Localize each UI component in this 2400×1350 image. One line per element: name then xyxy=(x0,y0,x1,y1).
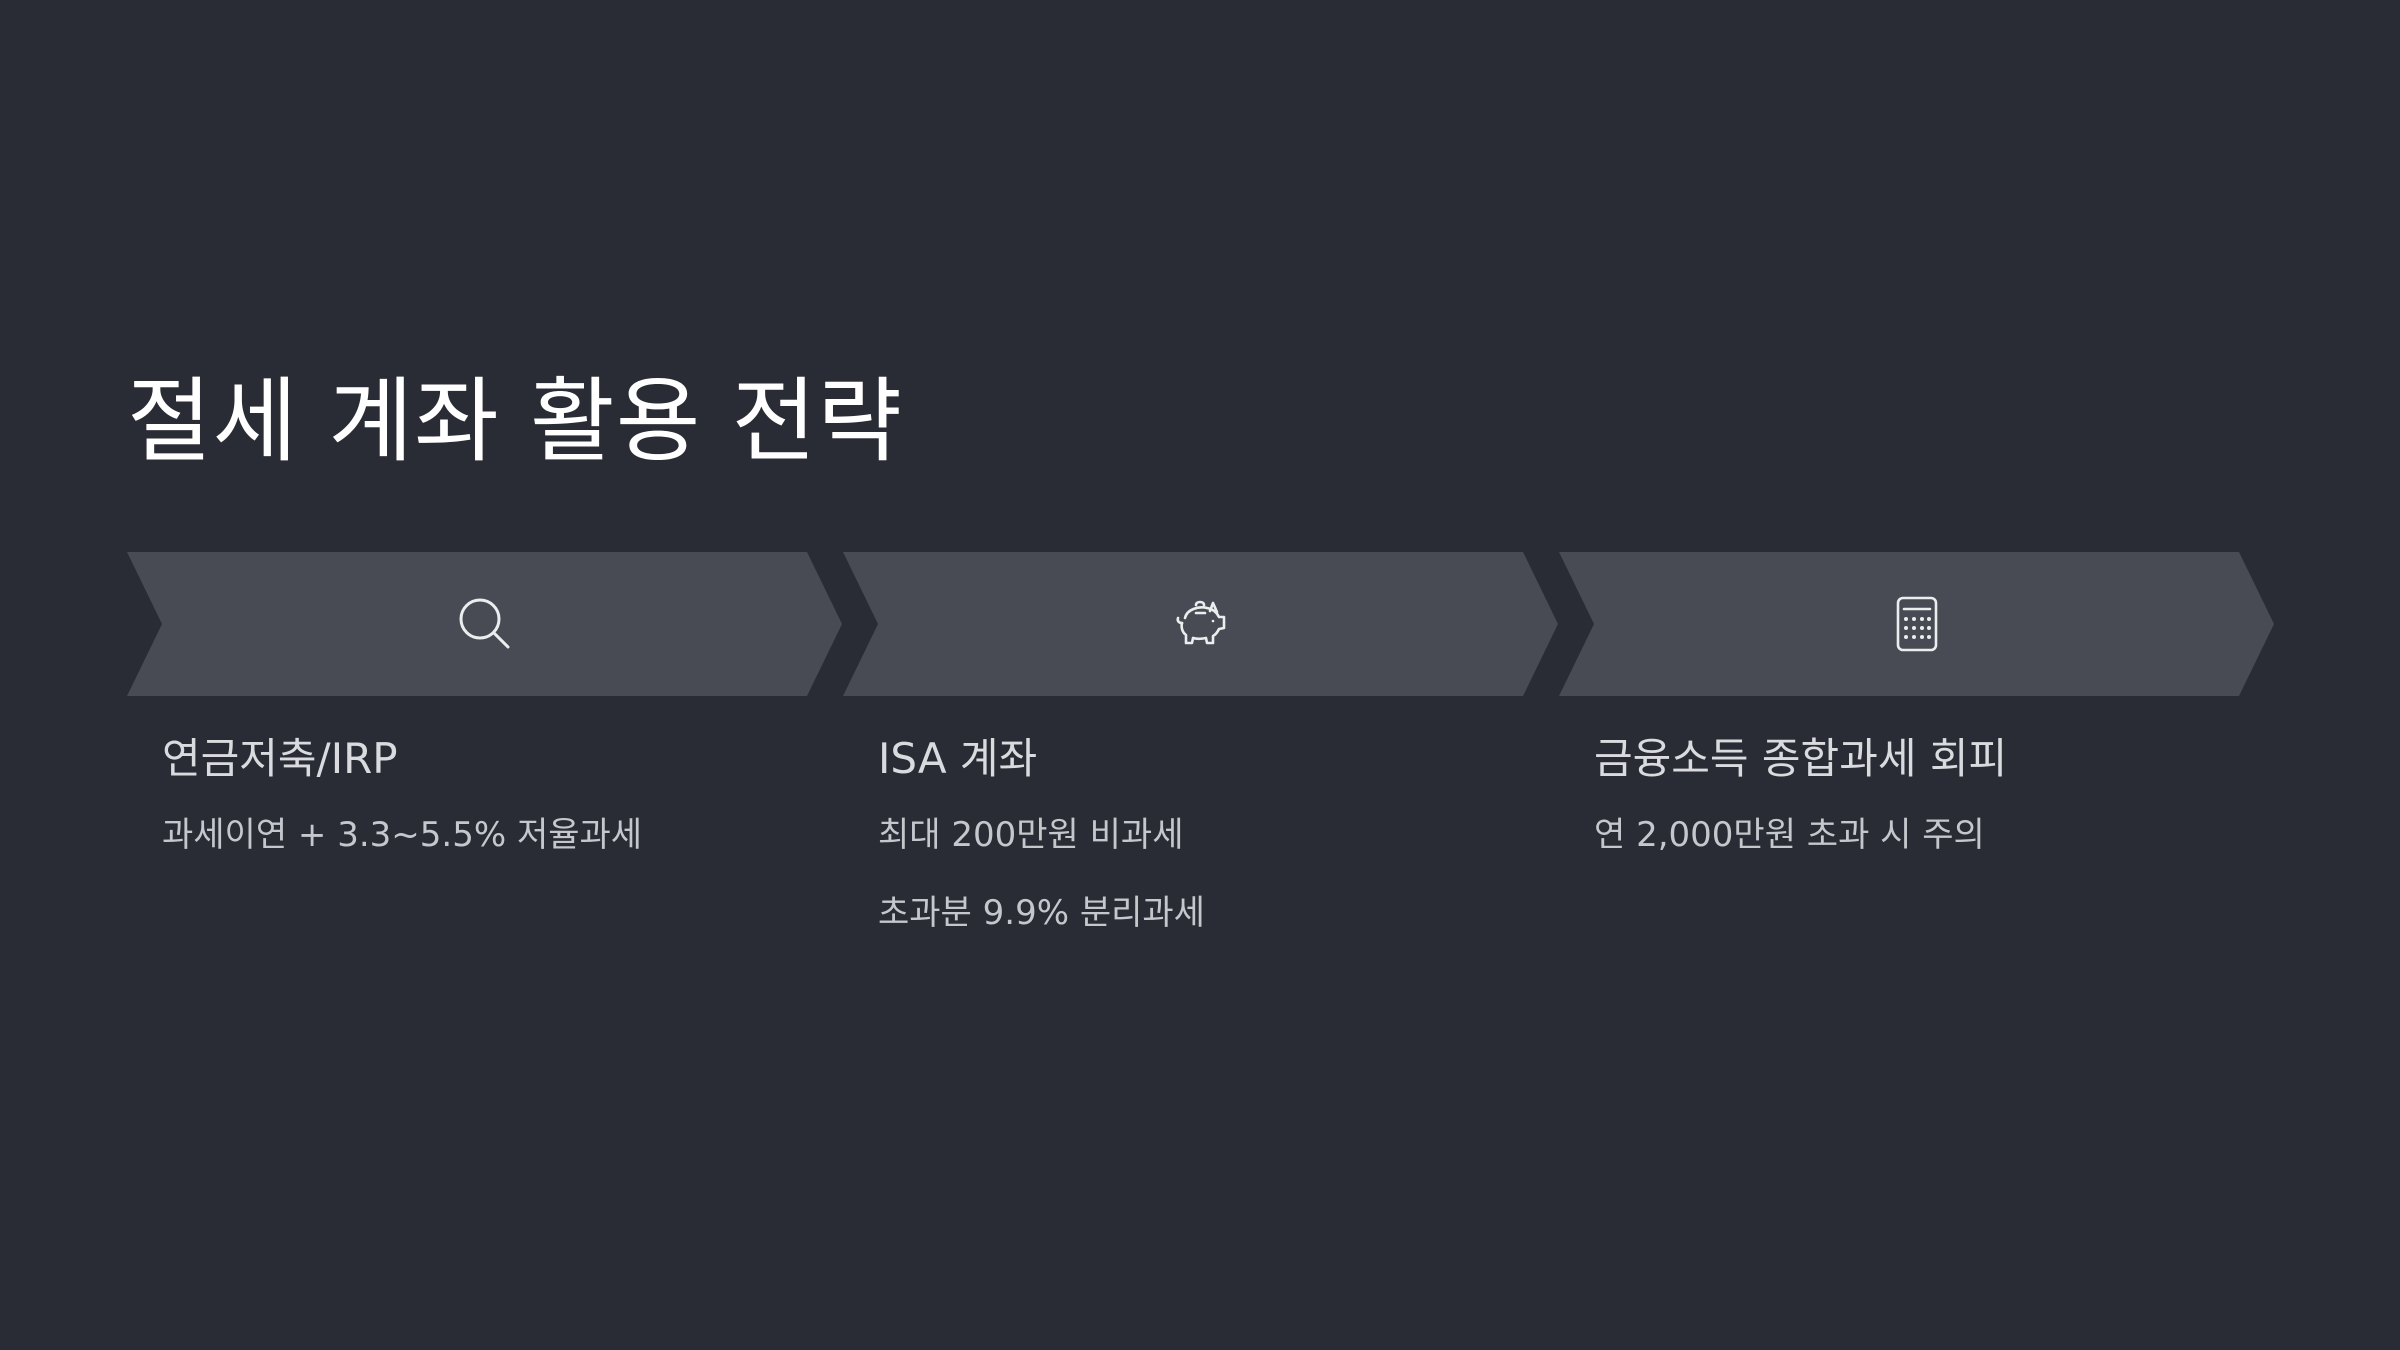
step-details-3: 연 2,000만원 초과 시 주의 xyxy=(1594,813,1985,891)
step-chevron-1 xyxy=(127,552,842,696)
search-icon xyxy=(453,592,517,656)
slide-title: 절세 계좌 활용 전략 xyxy=(127,368,903,475)
step-details-1: 과세이연 + 3.3~5.5% 저율과세 xyxy=(162,813,642,891)
step-chevron-2 xyxy=(843,552,1558,696)
step-detail: 연 2,000만원 초과 시 주의 xyxy=(1594,815,1985,855)
step-detail: 과세이연 + 3.3~5.5% 저율과세 xyxy=(162,815,643,855)
calculator-icon xyxy=(1885,592,1949,656)
step-chevron-3 xyxy=(1559,552,2274,696)
step-title-2: ISA 계좌 xyxy=(878,734,1038,783)
step-detail: 초과분 9.9% 분리과세 xyxy=(878,893,1205,933)
step-details-2: 최대 200만원 비과세 초과분 9.9% 분리과세 xyxy=(878,813,1205,969)
step-title-3: 금융소득 종합과세 회피 xyxy=(1594,734,2008,783)
step-title-1: 연금저축/IRP xyxy=(162,734,398,783)
step-detail: 최대 200만원 비과세 xyxy=(878,815,1184,855)
piggy-bank-icon xyxy=(1169,592,1233,656)
